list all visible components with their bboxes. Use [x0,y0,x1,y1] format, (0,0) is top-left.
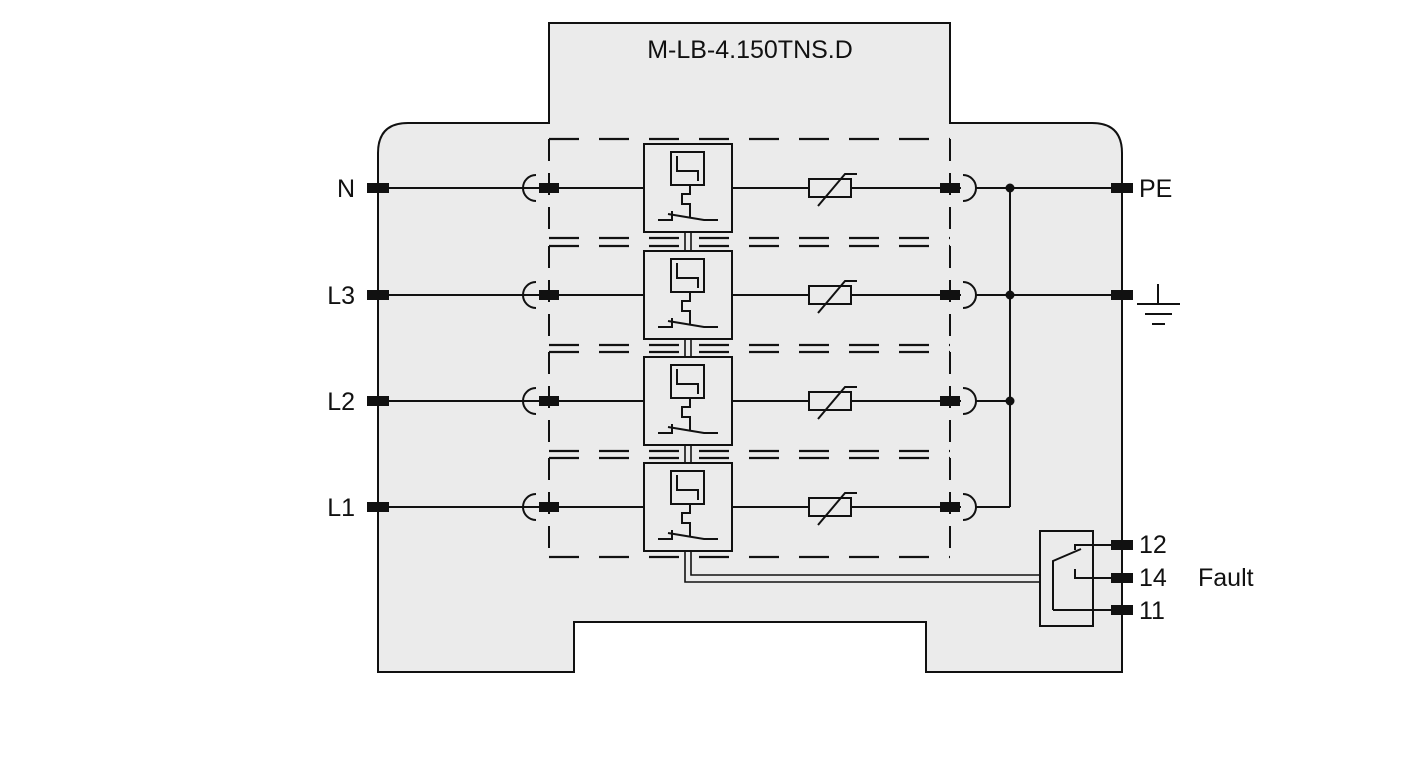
protection-module: L2 [327,350,1010,463]
thermal-disconnector-icon [643,356,733,446]
terminal-12 [1111,540,1133,550]
junction-dot [1005,396,1015,406]
device-model-title: M-LB-4.150TNS.D [647,36,853,64]
protection-module: N [337,137,1010,250]
fault-signal-link [684,551,1040,583]
terminal-11-label: 11 [1139,597,1165,625]
varistor-icon [808,386,857,420]
plug-pin-left [539,396,559,406]
fault-label: Fault [1198,564,1254,592]
varistor-icon [808,280,857,314]
terminal-11 [1111,605,1133,615]
terminal-12-label: 12 [1139,531,1167,559]
plug-pin-right [940,396,960,406]
pe-terminal [1111,183,1133,193]
fault-terminals: 12 14 11 Fault [1111,531,1254,625]
plug-pin-left [539,502,559,512]
plug-pin-left [539,183,559,193]
plug-pin-right [940,502,960,512]
input-terminal-label: L1 [327,494,355,522]
terminal-14 [1111,573,1133,583]
input-terminal [367,502,389,512]
protection-module: L3 [327,244,1010,357]
input-terminal [367,183,389,193]
input-terminal-label: N [337,175,355,203]
fault-relay [1039,530,1112,627]
input-terminal [367,396,389,406]
thermal-disconnector-icon [643,462,733,552]
terminal-14-label: 14 [1139,564,1167,592]
protection-module: L1 [327,456,1010,559]
plug-pin-right [940,183,960,193]
plug-pin-left [539,290,559,300]
plug-pin-right [940,290,960,300]
varistor-icon [808,492,857,526]
socket-left-icon [522,281,537,309]
input-terminal [367,290,389,300]
ground-terminal [1111,290,1133,300]
device-housing [377,22,1123,673]
socket-left-icon [522,493,537,521]
thermal-disconnector-icon [643,250,733,340]
ground-icon [1137,284,1180,325]
thermal-disconnector-icon [643,143,733,233]
pe-label: PE [1139,175,1172,203]
socket-left-icon [522,174,537,202]
socket-left-icon [522,387,537,415]
input-terminal-label: L3 [327,282,355,310]
varistor-icon [808,173,857,207]
input-terminal-label: L2 [327,388,355,416]
